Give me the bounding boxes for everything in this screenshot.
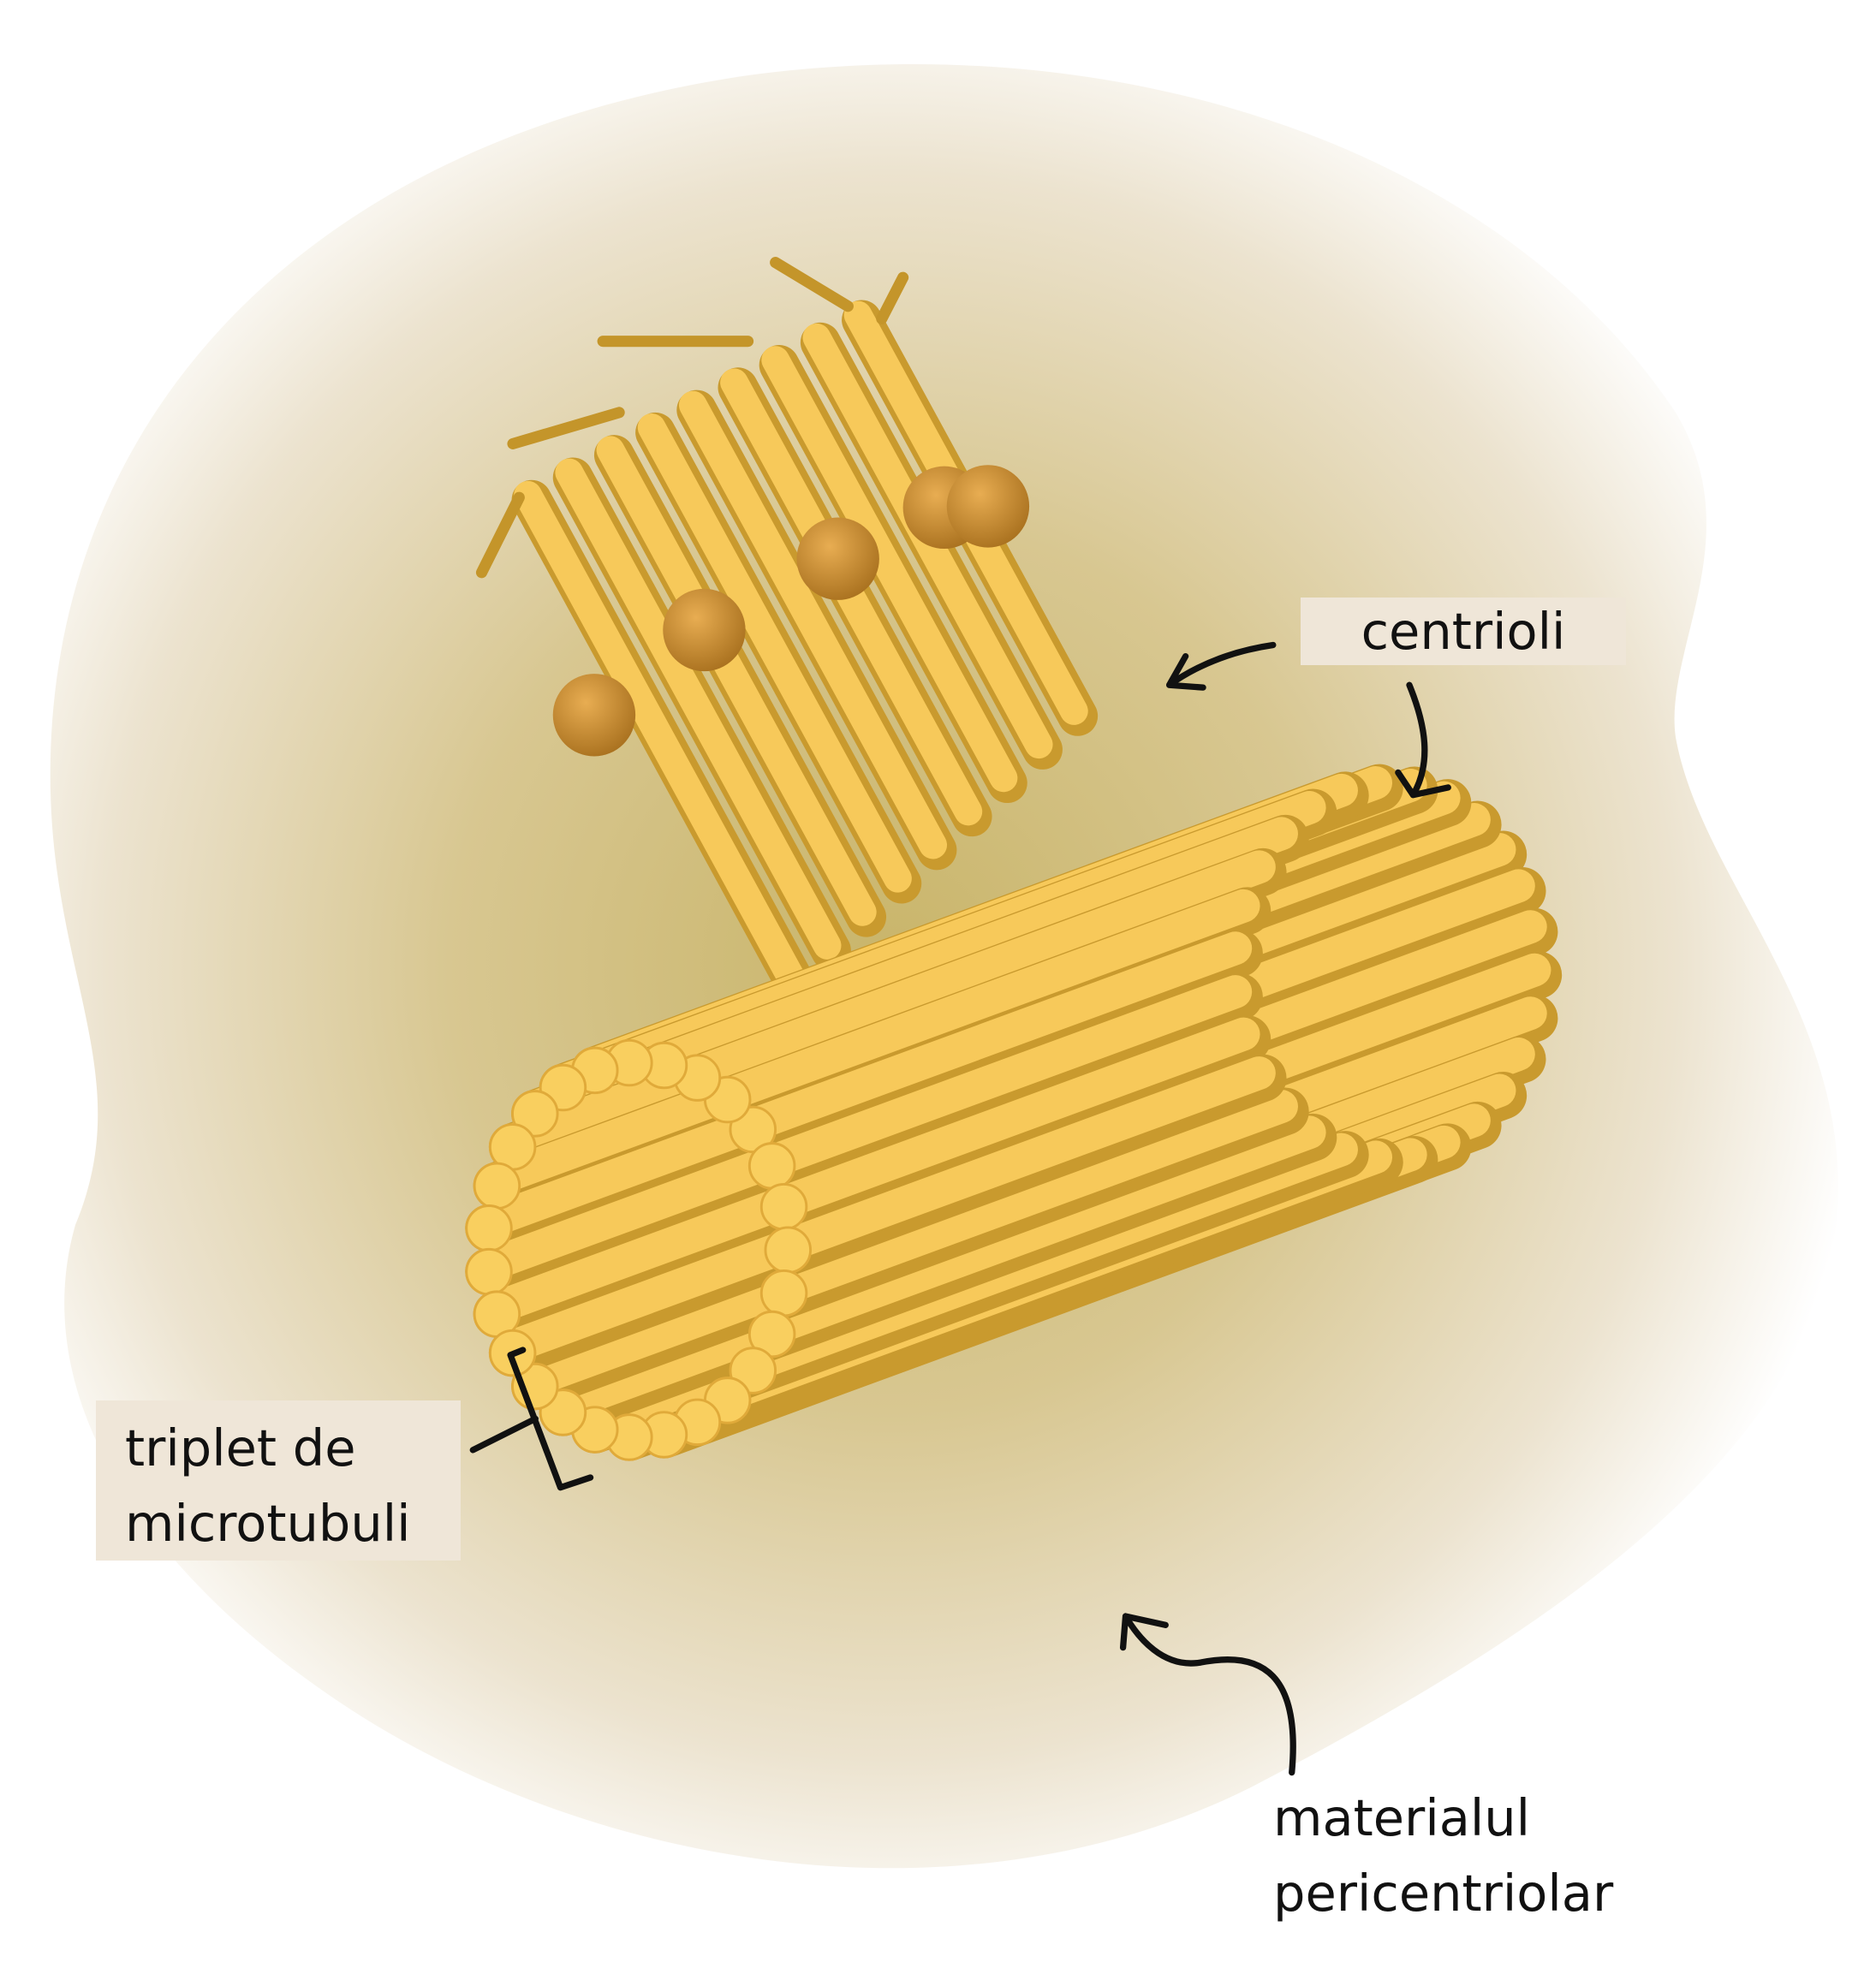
arrow-centriole-upper xyxy=(1165,641,1277,691)
microtubule-highlight xyxy=(542,1115,1326,1424)
distal-appendage xyxy=(770,257,854,312)
microtubule-highlight xyxy=(491,850,1276,1159)
microtubule-end xyxy=(747,1142,796,1190)
distal-appendage xyxy=(876,271,909,324)
microtubule-highlight xyxy=(637,413,912,893)
label-centrioles: centrioli xyxy=(1301,598,1626,665)
microtubule-highlight xyxy=(468,931,1253,1240)
microtubule-highlight xyxy=(514,480,807,994)
label-triplet-line2: microtubuli xyxy=(125,1494,411,1553)
microtubule-highlight xyxy=(555,458,842,960)
label-pericentriolar: materialul pericentriolar xyxy=(1273,1781,1613,1931)
microtubule-end xyxy=(465,1247,513,1296)
microtubule-end xyxy=(764,1226,813,1274)
microtubule-end xyxy=(759,1182,808,1231)
distal-appendage xyxy=(475,491,525,579)
centriole-lower xyxy=(465,764,1563,1461)
subdistal-sphere xyxy=(946,465,1030,548)
arrow-pericentriolar xyxy=(1119,1613,1296,1776)
microtubule-highlight xyxy=(491,1056,1276,1365)
microtubule-end xyxy=(465,1204,513,1252)
microtubule-highlight xyxy=(596,436,877,926)
microtubule-highlight xyxy=(514,1090,1298,1399)
label-pcm-line1: materialul xyxy=(1273,1788,1531,1847)
appendage-spheres xyxy=(552,465,1030,757)
microtubule-highlight xyxy=(468,975,1253,1284)
triplet-bracket xyxy=(469,1347,594,1491)
subdistal-sphere xyxy=(552,674,636,757)
label-triplet-line1: triplet de xyxy=(125,1418,356,1478)
microtubule-highlight xyxy=(678,390,948,859)
arrow-centriole-lower xyxy=(1395,681,1451,799)
subdistal-sphere xyxy=(663,588,746,672)
microtubule-end xyxy=(511,1090,559,1138)
centriole-upper xyxy=(475,257,1099,1004)
label-pcm-line2: pericentriolar xyxy=(1273,1864,1614,1923)
microtubule-highlight xyxy=(476,889,1260,1198)
subdistal-sphere xyxy=(796,517,879,600)
microtubule-end xyxy=(759,1269,808,1317)
label-triplet: triplet de microtubuli xyxy=(96,1400,461,1561)
microtubule-highlight xyxy=(761,346,1018,793)
distal-appendage xyxy=(507,407,625,449)
microtubule-end xyxy=(473,1162,521,1210)
microtubule-highlight xyxy=(476,1017,1260,1326)
